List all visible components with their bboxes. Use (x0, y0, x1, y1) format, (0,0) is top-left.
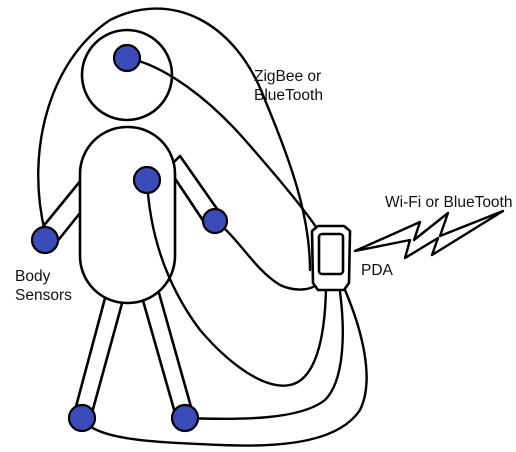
pda-icon (310, 224, 352, 292)
human-figure (35, 28, 224, 422)
wire-left-foot (80, 288, 368, 447)
lightning-bolt-icon (353, 209, 505, 260)
right-hand-sensor (201, 207, 229, 235)
wire-head (125, 56, 320, 232)
pda-screen (317, 232, 345, 276)
label-wireless-link-line2: BlueTooth (254, 87, 323, 104)
left-foot-sensor (67, 403, 97, 433)
label-device: PDA (361, 262, 394, 279)
head-sensor (112, 43, 142, 73)
label-sensors-line2: Sensors (15, 287, 72, 304)
wire-right-foot (183, 290, 344, 421)
outer-wire-loop (37, 7, 312, 272)
torso (78, 125, 177, 305)
right-foot-sensor (170, 403, 200, 433)
left-hand-sensor (30, 225, 60, 255)
wire-chest (145, 178, 328, 387)
label-uplink: Wi-Fi or BlueTooth (385, 194, 512, 211)
label-sensors-line1: Body (15, 268, 51, 285)
head (80, 28, 174, 122)
label-wireless-link-line1: ZigBee or (254, 68, 321, 85)
chest-sensor (132, 165, 162, 195)
body-sensors (30, 43, 229, 433)
wire-right-arm (213, 218, 318, 291)
